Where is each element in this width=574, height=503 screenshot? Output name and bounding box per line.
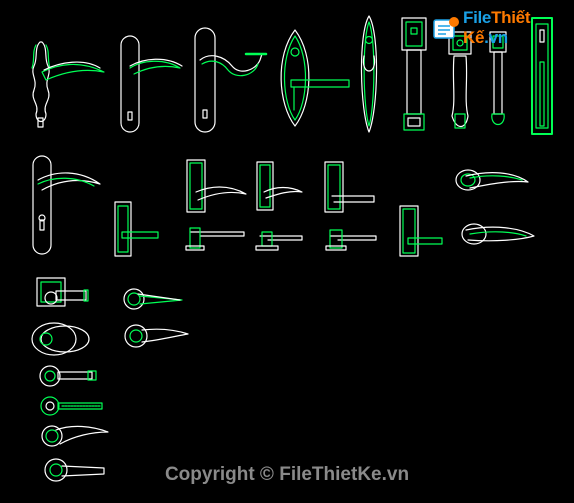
- curved-lever-handle-22: [41, 425, 109, 447]
- rosette-lever-handle-25: [124, 324, 189, 348]
- rosette-lever-handle-24: [123, 288, 183, 310]
- small-plate-lever-handle-11: [114, 201, 159, 257]
- square-rosette-lever-handle-18: [36, 277, 89, 307]
- logo-text-part1: File: [463, 8, 492, 27]
- plate-lever-handle-13: [255, 161, 303, 251]
- frame-pull-handle-9: [531, 17, 553, 135]
- plate-curl-lever-handle-3: [194, 27, 268, 133]
- plate-lever-handle-14: [324, 161, 377, 251]
- logo-text-part2: Thiết Kế: [463, 8, 531, 47]
- tall-plate-lever-handle-15: [399, 205, 443, 257]
- oval-knob-handle-19: [31, 322, 90, 356]
- pull-handle-bulb-7: [448, 31, 472, 129]
- round-rosette-lever-handle-23: [44, 458, 105, 482]
- slim-pull-handle-8: [489, 31, 507, 126]
- round-rosette-bar-handle-21: [40, 396, 103, 416]
- logo-icon: [432, 14, 460, 42]
- site-logo: FileThiết Kế.vn: [432, 8, 574, 47]
- pull-handle-6: [401, 17, 427, 131]
- keyhole-plate-lever-handle-10: [32, 155, 101, 255]
- logo-text: FileThiết Kế.vn: [463, 8, 574, 48]
- ornate-lever-handle-1: [31, 41, 105, 128]
- copyright-text: Copyright © FileThietKe.vn: [164, 464, 410, 485]
- oval-plate-lever-handle-4: [280, 29, 350, 127]
- plate-lever-handle-12: [185, 159, 247, 251]
- logo-text-part3: .vn: [484, 28, 508, 47]
- round-rosette-lever-handle-20: [39, 365, 97, 387]
- rosette-lever-handle-17: [461, 223, 535, 245]
- rosette-lever-handle-16: [455, 169, 529, 191]
- plate-lever-handle-2: [120, 35, 183, 133]
- long-oval-knob-handle-5: [360, 15, 378, 133]
